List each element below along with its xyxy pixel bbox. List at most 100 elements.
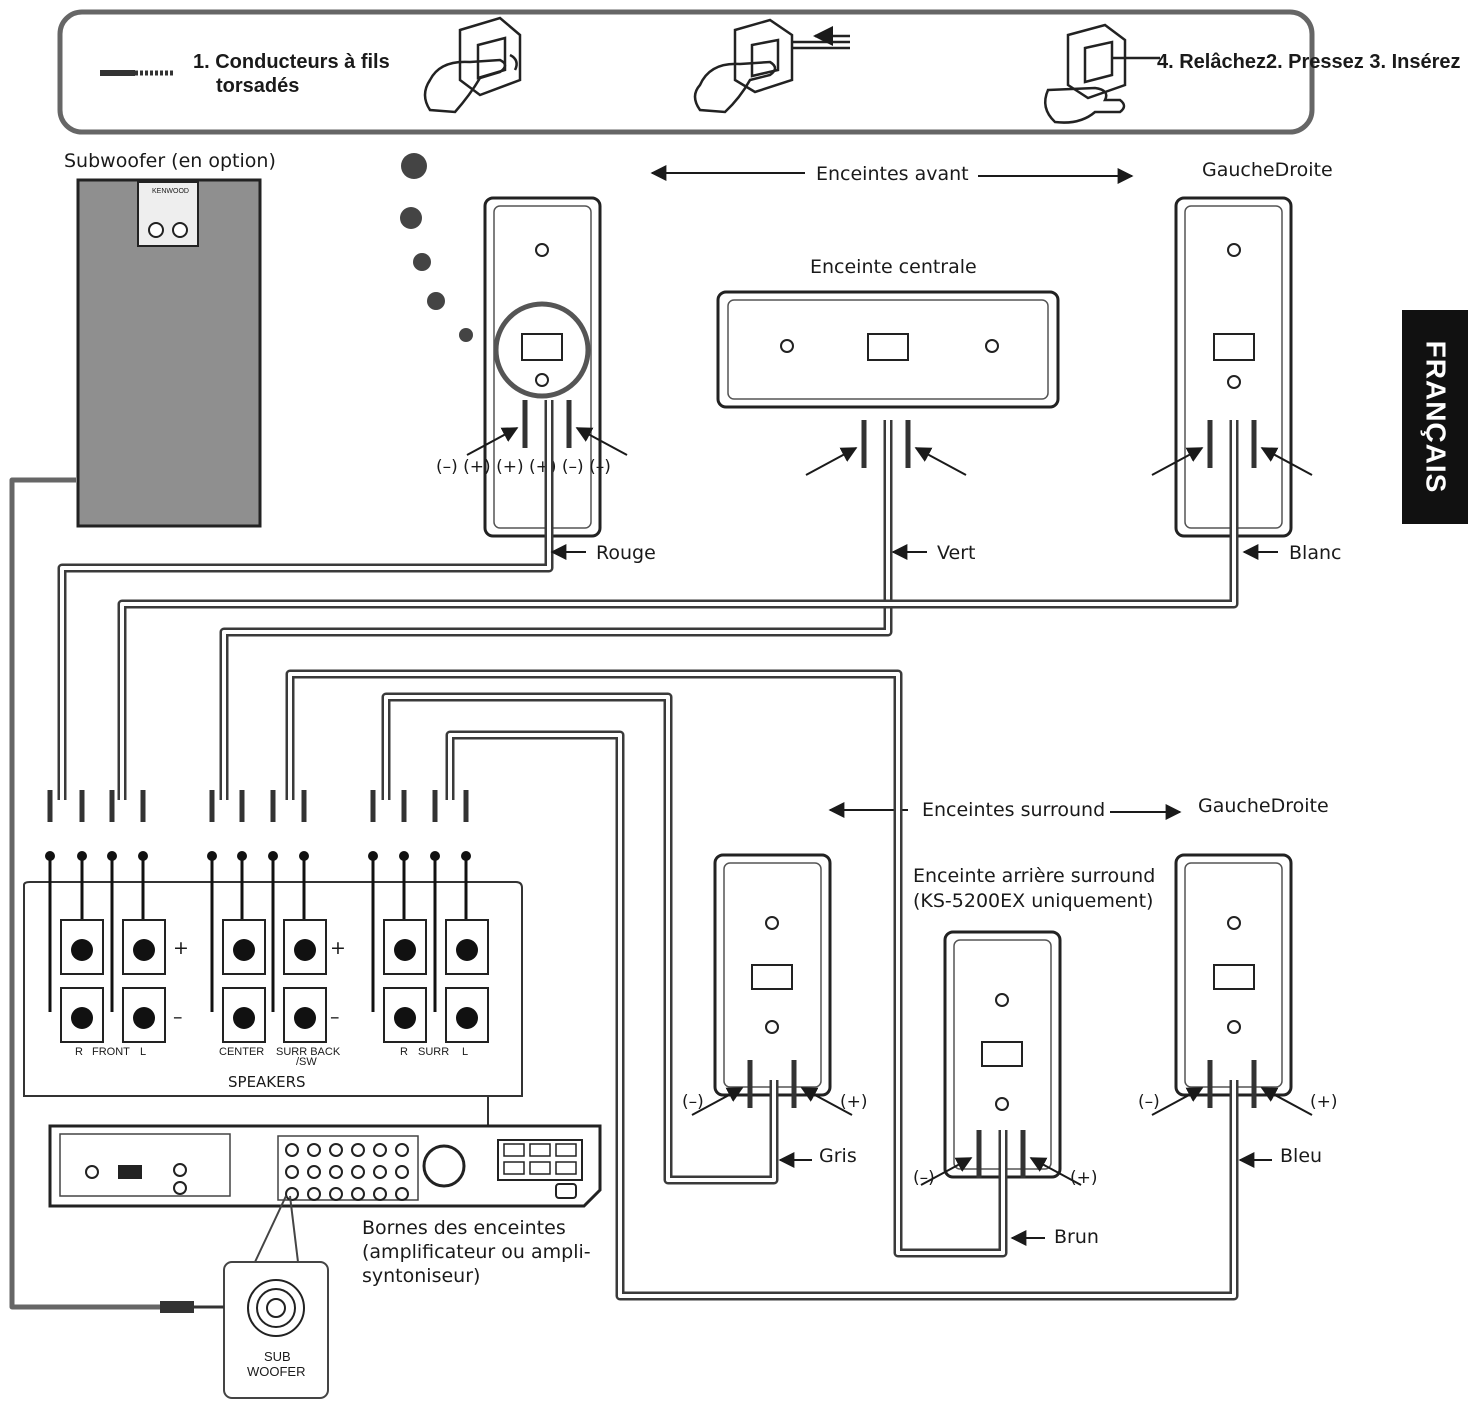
terminal-post-minus-4	[394, 1007, 416, 1029]
terminal-post-minus-2	[233, 1007, 255, 1029]
terminal-post-plus-1	[133, 939, 155, 961]
terminal-post-plus-3	[294, 939, 316, 961]
wire-label-rouge: Rouge	[596, 542, 656, 564]
terminals-label-line2: (amplificateur ou ampli-	[362, 1241, 591, 1263]
fork-2	[209, 790, 245, 822]
rca-jack-2-5	[395, 1187, 409, 1201]
fork-1	[109, 790, 146, 822]
surround-left-minus: (–)	[682, 1092, 704, 1112]
rca-jacks	[285, 1143, 409, 1201]
surr-l-label: L	[462, 1046, 468, 1058]
terminal-post-plus-2	[233, 939, 255, 961]
rca-jack-2-0	[285, 1187, 299, 1201]
wire-gris-inner	[384, 695, 776, 1182]
rca-jack-0-1	[307, 1143, 321, 1157]
surround-left-plus: (+)	[840, 1092, 868, 1112]
fork-4	[370, 790, 407, 822]
rca-jack-1-5	[395, 1165, 409, 1179]
speakers-panel-label: SPEAKERS	[228, 1073, 306, 1091]
step1-line1: 1. Conducteurs à fils	[193, 51, 390, 73]
terminal-zoom-circle	[493, 301, 591, 399]
surround-back-line2: (KS-5200EX uniquement)	[913, 890, 1153, 912]
surround-right-minus: (–)	[1138, 1092, 1160, 1112]
sub-zoom-line-left	[254, 1195, 287, 1263]
rca-jack-1-0	[285, 1165, 299, 1179]
terminals-label-line3: syntoniseur)	[362, 1265, 480, 1287]
speaker-wires	[57, 400, 1313, 1301]
surr-r-label: R	[400, 1046, 408, 1058]
sub-woofer-jack: SUB WOOFER	[223, 1261, 329, 1399]
subwoofer-cable	[9, 477, 160, 1310]
wire-brun-inner	[288, 672, 1005, 1255]
surround-right-arrow-minus	[1151, 1087, 1204, 1116]
terminal-post-minus-5	[456, 1007, 478, 1029]
front-right-arrow-plus	[1260, 447, 1313, 476]
wire-bleu-outer	[445, 730, 1239, 1301]
terminal-post-plus-4	[394, 939, 416, 961]
wire-label-vert: Vert	[937, 542, 975, 564]
rca-jack-1-4	[373, 1165, 387, 1179]
language-tab: FRANÇAIS	[1402, 310, 1468, 524]
rca-jack-2-2	[329, 1187, 343, 1201]
rca-jack-0-2	[329, 1143, 343, 1157]
sub-label-1: SUB	[264, 1349, 291, 1364]
center-plus-sign: +	[330, 937, 346, 959]
wire-vert-inner	[222, 420, 890, 800]
rca-jack-0-0	[285, 1143, 299, 1157]
front-speakers-label: Enceintes avant	[816, 163, 969, 185]
fan-icon	[422, 1144, 466, 1188]
surround-back-arrow-plus	[1029, 1157, 1082, 1186]
surround-left-arrow-minus	[691, 1087, 744, 1116]
release-hand-icon	[1043, 23, 1160, 124]
wire-label-blanc: Blanc	[1289, 542, 1341, 564]
surround-left-right-label: GaucheDroite	[1198, 795, 1329, 817]
center-arrow-minus	[805, 447, 858, 476]
terminal-post-minus-3	[294, 1007, 316, 1029]
rx-terminal-0-0	[503, 1143, 525, 1157]
center-minus-sign: –	[330, 1006, 340, 1028]
subwoofer-optional-label: Subwoofer (en option)	[64, 150, 276, 172]
terminal-plus-5	[445, 919, 489, 975]
front-minus-sign: –	[173, 1006, 183, 1028]
decorative-dots	[400, 153, 473, 342]
terminal-post-plus-5	[456, 939, 478, 961]
fork-3	[270, 790, 307, 822]
terminal-grid	[45, 790, 489, 1043]
front-terminal-label: FRONT	[92, 1046, 130, 1058]
kenwood-logo: KENWOOD	[152, 188, 189, 195]
front-right-arrow-minus	[1151, 447, 1204, 476]
subwoofer: KENWOOD	[76, 178, 262, 528]
rca-jack-1-1	[307, 1165, 321, 1179]
surr-back-terminal-label: SURR BACK	[276, 1046, 341, 1058]
front-left-speaker	[483, 196, 602, 538]
center-speaker-label: Enceinte centrale	[810, 256, 977, 278]
rca-jack-2-4	[373, 1187, 387, 1201]
rx-terminal-1-2	[555, 1161, 577, 1175]
wire-blanc-inner	[120, 420, 1236, 800]
rca-jack-1-3	[351, 1165, 365, 1179]
front-left-polarity: (–) (+) (+) (+) (–) (–)	[436, 457, 611, 477]
instruction-box	[57, 9, 1315, 135]
surround-back-plus: (+)	[1070, 1168, 1098, 1188]
surround-right-arrow-plus	[1260, 1087, 1313, 1116]
terminal-post-plus-0	[71, 939, 93, 961]
rx-terminal-1-1	[529, 1161, 551, 1175]
front-left-arrow-plus	[575, 427, 628, 456]
front-l-label: L	[140, 1046, 146, 1058]
terminal-minus-4	[383, 987, 427, 1043]
step1-line2: torsadés	[216, 75, 299, 97]
rca-jack-2-1	[307, 1187, 321, 1201]
rca-jack-1-2	[329, 1165, 343, 1179]
fork-5	[432, 790, 469, 822]
language-tab-label: FRANÇAIS	[1420, 340, 1452, 494]
center-speaker	[716, 290, 1060, 409]
steps-text: 4. Relâchez2. Pressez 3. Insérez	[1157, 51, 1461, 73]
surround-back-arrow-minus	[920, 1157, 973, 1186]
surround-left-speaker	[713, 853, 832, 1097]
surround-right-plus: (+)	[1310, 1092, 1338, 1112]
sub-cable-plug	[160, 1301, 224, 1313]
surround-back-line1: Enceinte arrière surround	[913, 865, 1155, 887]
front-r-label: R	[75, 1046, 83, 1058]
sub-zoom-line-right	[289, 1195, 299, 1263]
